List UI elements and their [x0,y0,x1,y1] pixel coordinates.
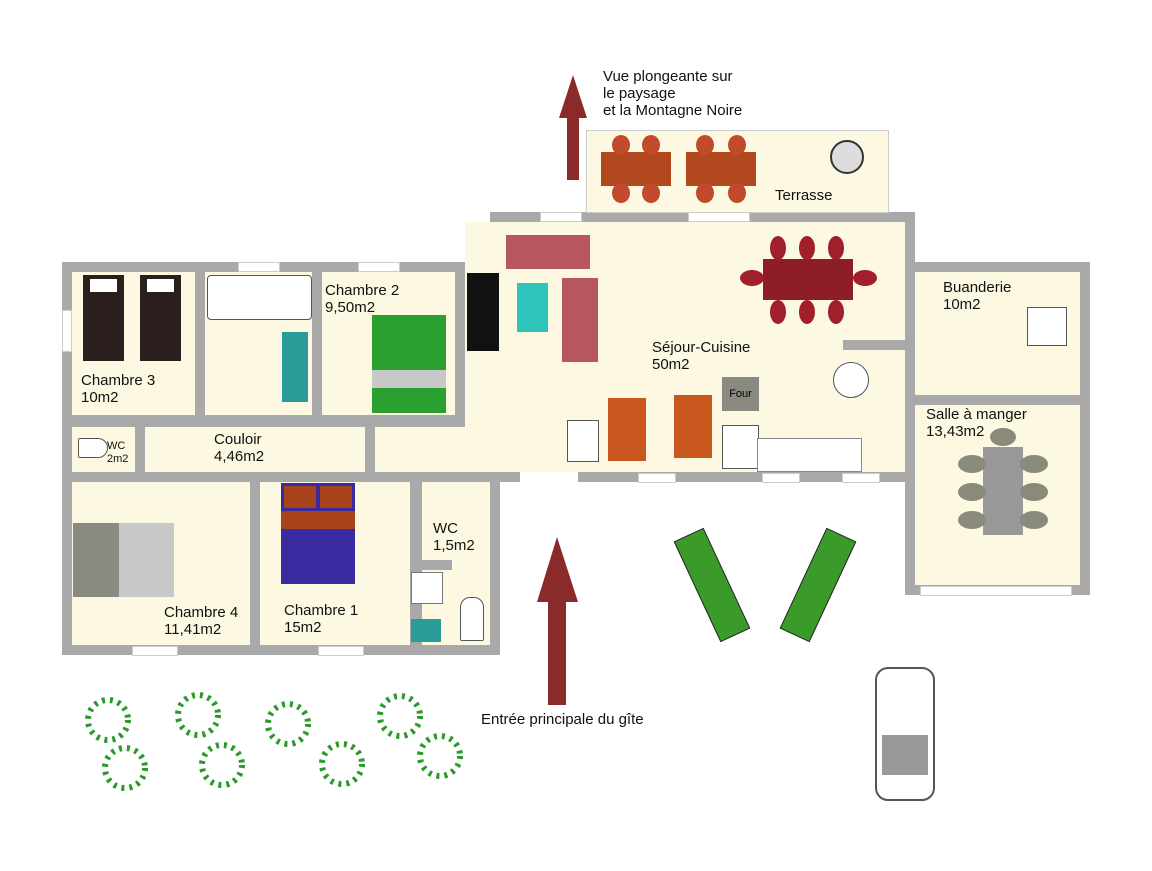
chair [770,236,786,260]
window [842,473,880,483]
window [920,586,1072,596]
armchair [608,398,646,461]
chair [990,428,1016,446]
pillow [90,279,117,292]
plant-icon [319,741,365,787]
entrance-annotation: Entrée principale du gîte [481,711,644,728]
plant-icon [85,697,131,743]
chair [958,483,986,501]
entrance-door-opening[interactable] [520,472,578,484]
chair [728,135,746,155]
round-table [833,362,869,398]
dishwasher [567,420,599,462]
wall-sejour-stub [843,340,905,350]
plant-icon [175,692,221,738]
window [62,310,72,352]
car-icon [875,667,935,801]
chair [612,135,630,155]
chair [799,300,815,324]
double-sink [282,332,308,402]
sofa [506,235,590,269]
room-passage [375,427,500,472]
bed-sheet [281,511,355,529]
wardrobe [467,273,499,351]
barbecue-icon [830,140,864,174]
plant-icons [85,692,463,791]
bed-sheet [372,370,446,388]
plant-icon [417,733,463,779]
window [238,262,280,272]
bed-headboard [73,523,119,597]
wall-sejour-partition [455,262,465,415]
pillow [147,279,174,292]
window [762,473,800,483]
chair [642,135,660,155]
pillow [320,486,352,508]
pillow [284,486,316,508]
chair [828,300,844,324]
coffee-table [517,283,548,332]
chair [696,135,714,155]
chair [740,270,764,286]
plant-icon [265,701,311,747]
sink [411,619,441,642]
wall-wc-partition [410,560,452,570]
chair [1020,511,1048,529]
toilet [78,438,108,458]
sun-lounger-icon [673,527,751,643]
window [132,646,178,656]
bed [372,315,446,413]
window [638,473,676,483]
chair [853,270,877,286]
plant-icon [102,745,148,791]
toilet [460,597,484,641]
room-couloir [145,427,365,472]
chair [958,455,986,473]
window [318,646,364,656]
arrow-up-view-icon [559,75,587,180]
oven: Four [722,377,759,411]
room-label: Terrasse [775,187,833,204]
chair [696,183,714,203]
chair [612,183,630,203]
window [358,262,400,272]
plant-icon [199,742,245,788]
shower [411,572,443,604]
arrow-up-entrance-icon [537,537,578,705]
sofa [562,278,598,362]
chair [1020,455,1048,473]
chair [799,236,815,260]
chair [828,236,844,260]
chair [642,183,660,203]
washing-machine [1027,307,1067,346]
window [540,212,582,222]
terrace-table [601,152,671,186]
chair [770,300,786,324]
chair [958,511,986,529]
kitchen-counter [757,438,862,472]
terrace-table [686,152,756,186]
dining-table [763,259,853,300]
sun-lounger-icon [779,527,857,643]
dining-table [983,447,1023,535]
chair [1020,483,1048,501]
armchair [674,395,712,458]
plant-icon [377,693,423,739]
bathtub [207,275,312,320]
chair [728,183,746,203]
